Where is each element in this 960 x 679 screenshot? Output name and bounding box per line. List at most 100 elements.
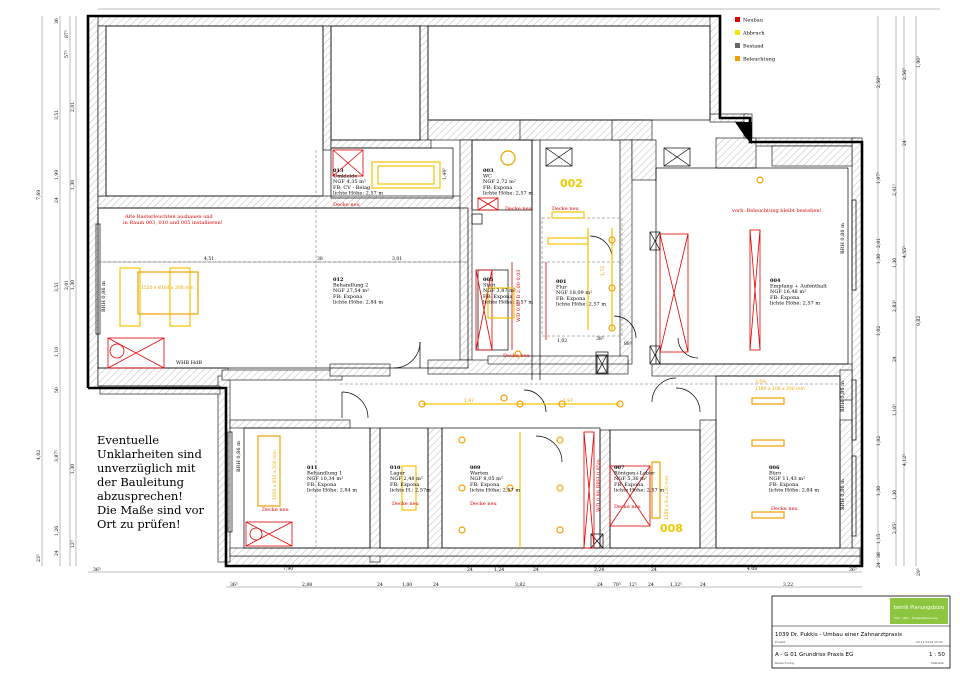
neubau-elements: [107, 149, 761, 549]
left-fine-6: 12⁵: [70, 540, 76, 548]
legend-swatch-neubau: [735, 17, 740, 22]
dimension-lines: [41, 8, 940, 588]
right-inner-13: 24: [876, 562, 882, 568]
right-inner-10: 1,30: [876, 486, 882, 496]
dim-h-5: 88⁵: [624, 341, 632, 347]
legend: Neubau Abbruch Bestand Beleuchtung: [735, 17, 776, 63]
left-fine-0: 57⁵: [64, 50, 70, 58]
right-inner-5: 2,83⁵: [892, 300, 898, 312]
chain2-8: 12⁵: [629, 582, 637, 588]
left-outer-1: 4,02: [36, 450, 42, 460]
chain1-2: 24: [467, 567, 473, 573]
chain1-7: 4,08: [747, 566, 757, 572]
windows: [95, 199, 857, 537]
right-inner-2: 1,07⁵: [876, 172, 882, 184]
wd-label-007: WD 0,88 BRH 0,85m: [596, 459, 602, 512]
chain1-1: 7,90: [283, 566, 293, 572]
bottom-chain-2: 36⁵ 2,88 24 1,00 24 3,82 24 70⁵ 12⁵ 24 1…: [230, 582, 793, 588]
decke-neu-003: Decke neu: [505, 206, 533, 212]
left-inner-7: 50: [54, 387, 60, 393]
right-mid-0: 2,56⁵: [902, 68, 908, 80]
right-fine-3: 2,05⁵: [892, 522, 898, 534]
room-010: 010 Lager NGF 2,48 m² FB: Expona lichte …: [390, 465, 431, 493]
decke-neu-013: Decke neu: [333, 202, 361, 208]
chain2-9: 24: [648, 582, 654, 588]
chain1-4: 24: [533, 567, 539, 573]
brh-labels: BRH 0,86 m BRH 0,86 m BRH 0,86 m BRH 0,8…: [101, 223, 846, 510]
company-name: betrik Planungsbüro: [894, 605, 944, 611]
chain2-10: 1,32⁵: [670, 582, 682, 588]
dim-h-7: 1,97: [563, 398, 573, 404]
right-mid-1: 4,55⁵: [902, 246, 908, 258]
decke-neu-006: Decke neu: [771, 506, 799, 512]
chain2-11: 24: [700, 582, 706, 588]
note-beleuchtung: vorh. Beleuchtung bleibt bestehen!: [731, 208, 822, 214]
chain2-4: 24: [433, 582, 439, 588]
dim-h-2: 3,01: [392, 256, 402, 262]
room-013: 013 Umkleide NGF 4,35 m² FB: CV - Belag …: [333, 168, 383, 196]
light-007: 1180 x 8 x 220 mm: [664, 476, 670, 520]
left-inner-4: 24: [54, 197, 60, 203]
chain2-2: 24: [377, 582, 383, 588]
room-005: 005 Steri NGF 3,87 m² FB: Expona lichte …: [483, 277, 533, 305]
light-006-pct: 3,5%: [755, 379, 767, 385]
plan-date: 20.11.2019 10:52: [916, 640, 943, 644]
room-011: 011 Behandlung 1 NGF 10,34 m² FB: Expona…: [307, 465, 357, 493]
brh-006b: BRH 0,86 m: [840, 479, 846, 510]
chain2-3: 1,00: [402, 582, 412, 588]
door-swings: [341, 235, 701, 463]
legend-label-bestand: Bestand: [743, 44, 764, 50]
left-inner-1: 87⁵: [64, 30, 70, 38]
right-fine-2: 1,30: [892, 490, 898, 500]
brh-004: BRH 0,86 m: [840, 223, 846, 254]
dim-misc-v-1: 1,72: [600, 266, 606, 276]
outer-lines: [86, 14, 864, 568]
dim-h-0: 4,51: [204, 256, 214, 262]
whb-label: WHB HdB: [176, 360, 202, 366]
dim-misc-v-0: 1,44⁵: [442, 168, 448, 180]
decke-neu-009: Decke neu: [470, 501, 498, 507]
room-labels: 013 Umkleide NGF 4,35 m² FB: CV - Belag …: [307, 168, 829, 493]
chain2-7: 70⁵: [613, 582, 621, 588]
chain1-5: 2,24: [594, 567, 604, 573]
right-inner-6: 1,02: [876, 326, 882, 336]
right-fine-0: 2,41⁵: [892, 184, 898, 196]
decke-neu-010: Decke neu: [392, 501, 420, 507]
room-012: 012 Behandlung 2 NGF 27,54 m² FB: Expona…: [333, 277, 383, 305]
left-fine-1: 2,01: [70, 102, 76, 112]
chain2-12: 3,22: [783, 582, 793, 588]
company-logo: [890, 598, 948, 624]
chain1-0: 36⁵: [93, 567, 101, 573]
left-inner-10: 24: [54, 550, 60, 556]
right-inner-3: 2,01: [876, 238, 882, 248]
light-labels: 1520 x 8104 x 200 mm 1920 x 810 x 200 mm…: [141, 177, 805, 535]
legend-label-neubau: Neubau: [743, 18, 764, 24]
light-006: 1180 x 106 x 200 mm: [755, 386, 805, 392]
abbruch-beleuchtung: [119, 150, 785, 548]
dim-h-1: 38: [317, 256, 323, 262]
right-inner-8: 1,10⁵: [892, 404, 898, 416]
legend-swatch-beleuchtung: [735, 56, 740, 61]
project-title: 1039 Dr. Pukkis - Umbau einer Zahnarztpr…: [775, 632, 902, 638]
right-inner-9: 1,02: [876, 436, 882, 446]
brh-006a: BRH 0,86 m: [840, 381, 846, 412]
left-fine-4: 2,01: [64, 280, 70, 290]
right-inner-11: 1,15: [876, 534, 882, 544]
room-001: 001 Flur NGF 18,09 m² FB: Expona lichte …: [556, 279, 606, 307]
right-inner-0: 2,50⁵: [876, 76, 882, 88]
legend-label-abbruch: Abbruch: [742, 31, 765, 37]
left-fine-2: 1,30: [70, 180, 76, 190]
right-inner-4: 1,30: [876, 254, 882, 264]
room-004: 004 Empfang + Aufenthalt NGF 16,48 m² FB…: [770, 278, 829, 306]
right-dims: 9,82 1,90⁵ 29⁵ 2,56⁵ 4,55⁵ 4,12⁵ 2,50⁵ 2…: [876, 56, 922, 576]
legend-swatch-abbruch: [735, 30, 740, 35]
decke-neu-011: Decke neu: [262, 507, 290, 513]
project-label: Projekt: [775, 640, 786, 644]
chain1-6: 24: [651, 567, 657, 573]
company-sub: Plan · Bau · Projektsteuerung: [894, 616, 938, 620]
left-dims: 7,69 4,02 23⁵ 36 87⁵ 3,51 1,99 24 3,51 1…: [36, 18, 76, 562]
inner-walls: [95, 139, 857, 549]
left-outer-2: 23⁵: [36, 554, 42, 562]
dim-h-4: 38⁵: [596, 336, 604, 342]
